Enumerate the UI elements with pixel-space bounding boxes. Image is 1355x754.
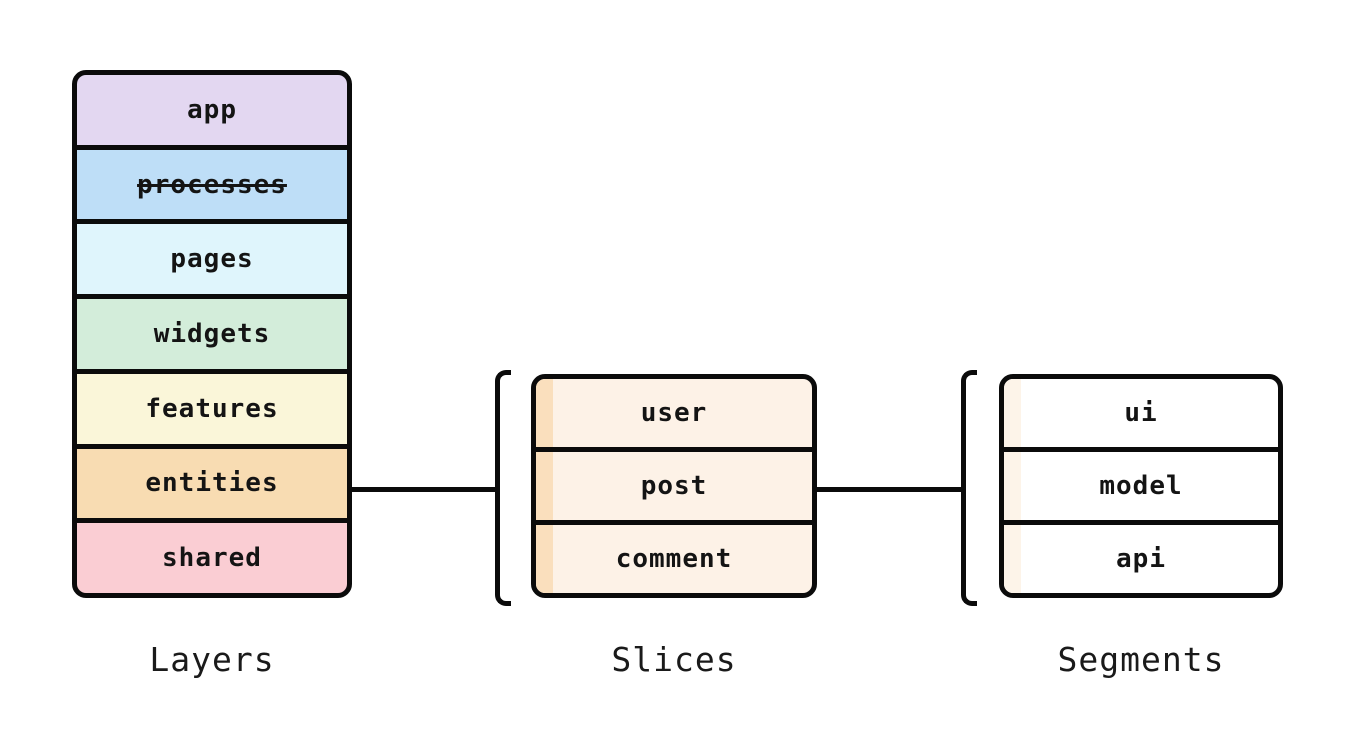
layer-label-widgets: widgets	[153, 319, 271, 350]
slices-stack: user post comment	[531, 374, 817, 598]
slices-group-label: Slices	[611, 640, 737, 679]
connector-layers-to-slices	[350, 487, 497, 492]
slice-row-user: user	[536, 379, 812, 447]
layer-row-entities: entities	[77, 443, 347, 519]
segment-accent-strip	[1004, 525, 1021, 593]
connector-slices-to-segments	[815, 487, 963, 492]
segment-row-model: model	[1004, 447, 1278, 520]
segment-label-model: model	[1099, 471, 1183, 501]
layers-group-label: Layers	[149, 640, 275, 679]
layers-stack: app processes pages widgets features ent…	[72, 70, 352, 598]
layer-row-app: app	[77, 75, 347, 145]
slice-accent-strip	[536, 379, 553, 447]
layer-label-features: features	[145, 393, 279, 424]
layer-label-entities: entities	[145, 468, 279, 499]
layer-label-processes: processes	[137, 169, 287, 200]
layer-label-shared: shared	[162, 543, 262, 574]
layer-label-app: app	[187, 94, 237, 125]
slice-row-post: post	[536, 447, 812, 520]
slice-accent-strip	[536, 452, 553, 520]
layer-row-widgets: widgets	[77, 294, 347, 369]
segment-row-api: api	[1004, 520, 1278, 593]
layer-row-processes: processes	[77, 144, 347, 220]
segment-label-ui: ui	[1124, 398, 1158, 428]
segment-label-api: api	[1116, 544, 1166, 574]
layer-row-pages: pages	[77, 219, 347, 295]
layer-row-shared: shared	[77, 518, 347, 593]
segment-row-ui: ui	[1004, 379, 1278, 447]
segment-accent-strip	[1004, 452, 1021, 520]
segment-accent-strip	[1004, 379, 1021, 447]
segments-bracket	[961, 370, 977, 606]
segments-stack: ui model api	[999, 374, 1283, 598]
slice-label-user: user	[640, 398, 708, 428]
slices-bracket	[495, 370, 511, 606]
segments-group-label: Segments	[1057, 640, 1225, 679]
layer-label-pages: pages	[170, 244, 254, 275]
layer-row-features: features	[77, 368, 347, 444]
slice-row-comment: comment	[536, 520, 812, 593]
slice-label-post: post	[640, 471, 708, 501]
slice-accent-strip	[536, 525, 553, 593]
slice-label-comment: comment	[615, 544, 733, 574]
